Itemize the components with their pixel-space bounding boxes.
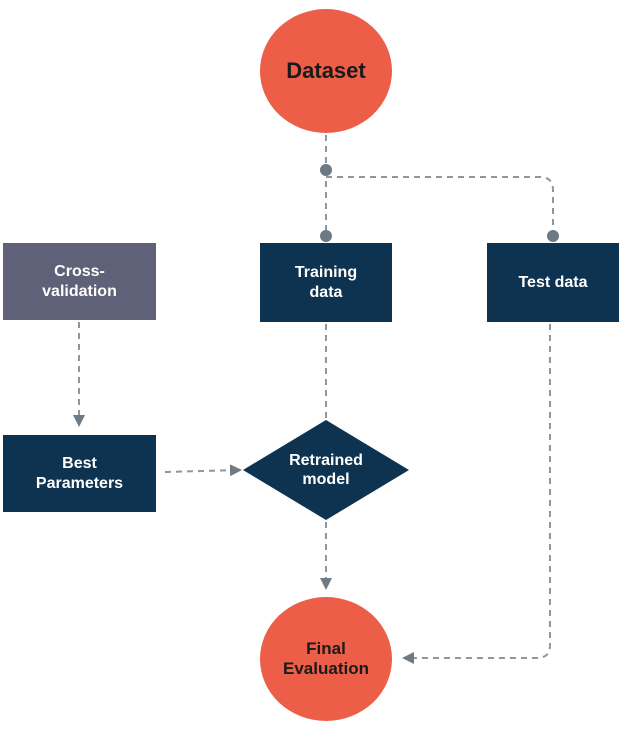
final-evaluation-node: Final Evaluation <box>260 597 392 721</box>
dataset-node: Dataset <box>260 9 392 133</box>
edge-split-to-test-data <box>326 176 554 236</box>
edge-best-parameters-to-retrained-model <box>164 464 242 477</box>
retrained-model-label: Retrained model <box>289 451 363 488</box>
test-data-node: Test data <box>487 243 619 322</box>
training-data-connector-dot <box>320 230 332 242</box>
edge-test-data-to-final-evaluation <box>402 324 551 664</box>
retrained-model-node: Retrained model <box>243 420 409 520</box>
test-data-connector-dot <box>547 230 559 242</box>
best-parameters-node: Best Parameters <box>3 435 156 512</box>
cross-validation-node: Cross- validation <box>3 243 156 320</box>
training-data-node: Training data <box>260 243 392 322</box>
split-connector-dot <box>320 164 332 176</box>
retrained-model-diamond-shape <box>243 420 409 520</box>
